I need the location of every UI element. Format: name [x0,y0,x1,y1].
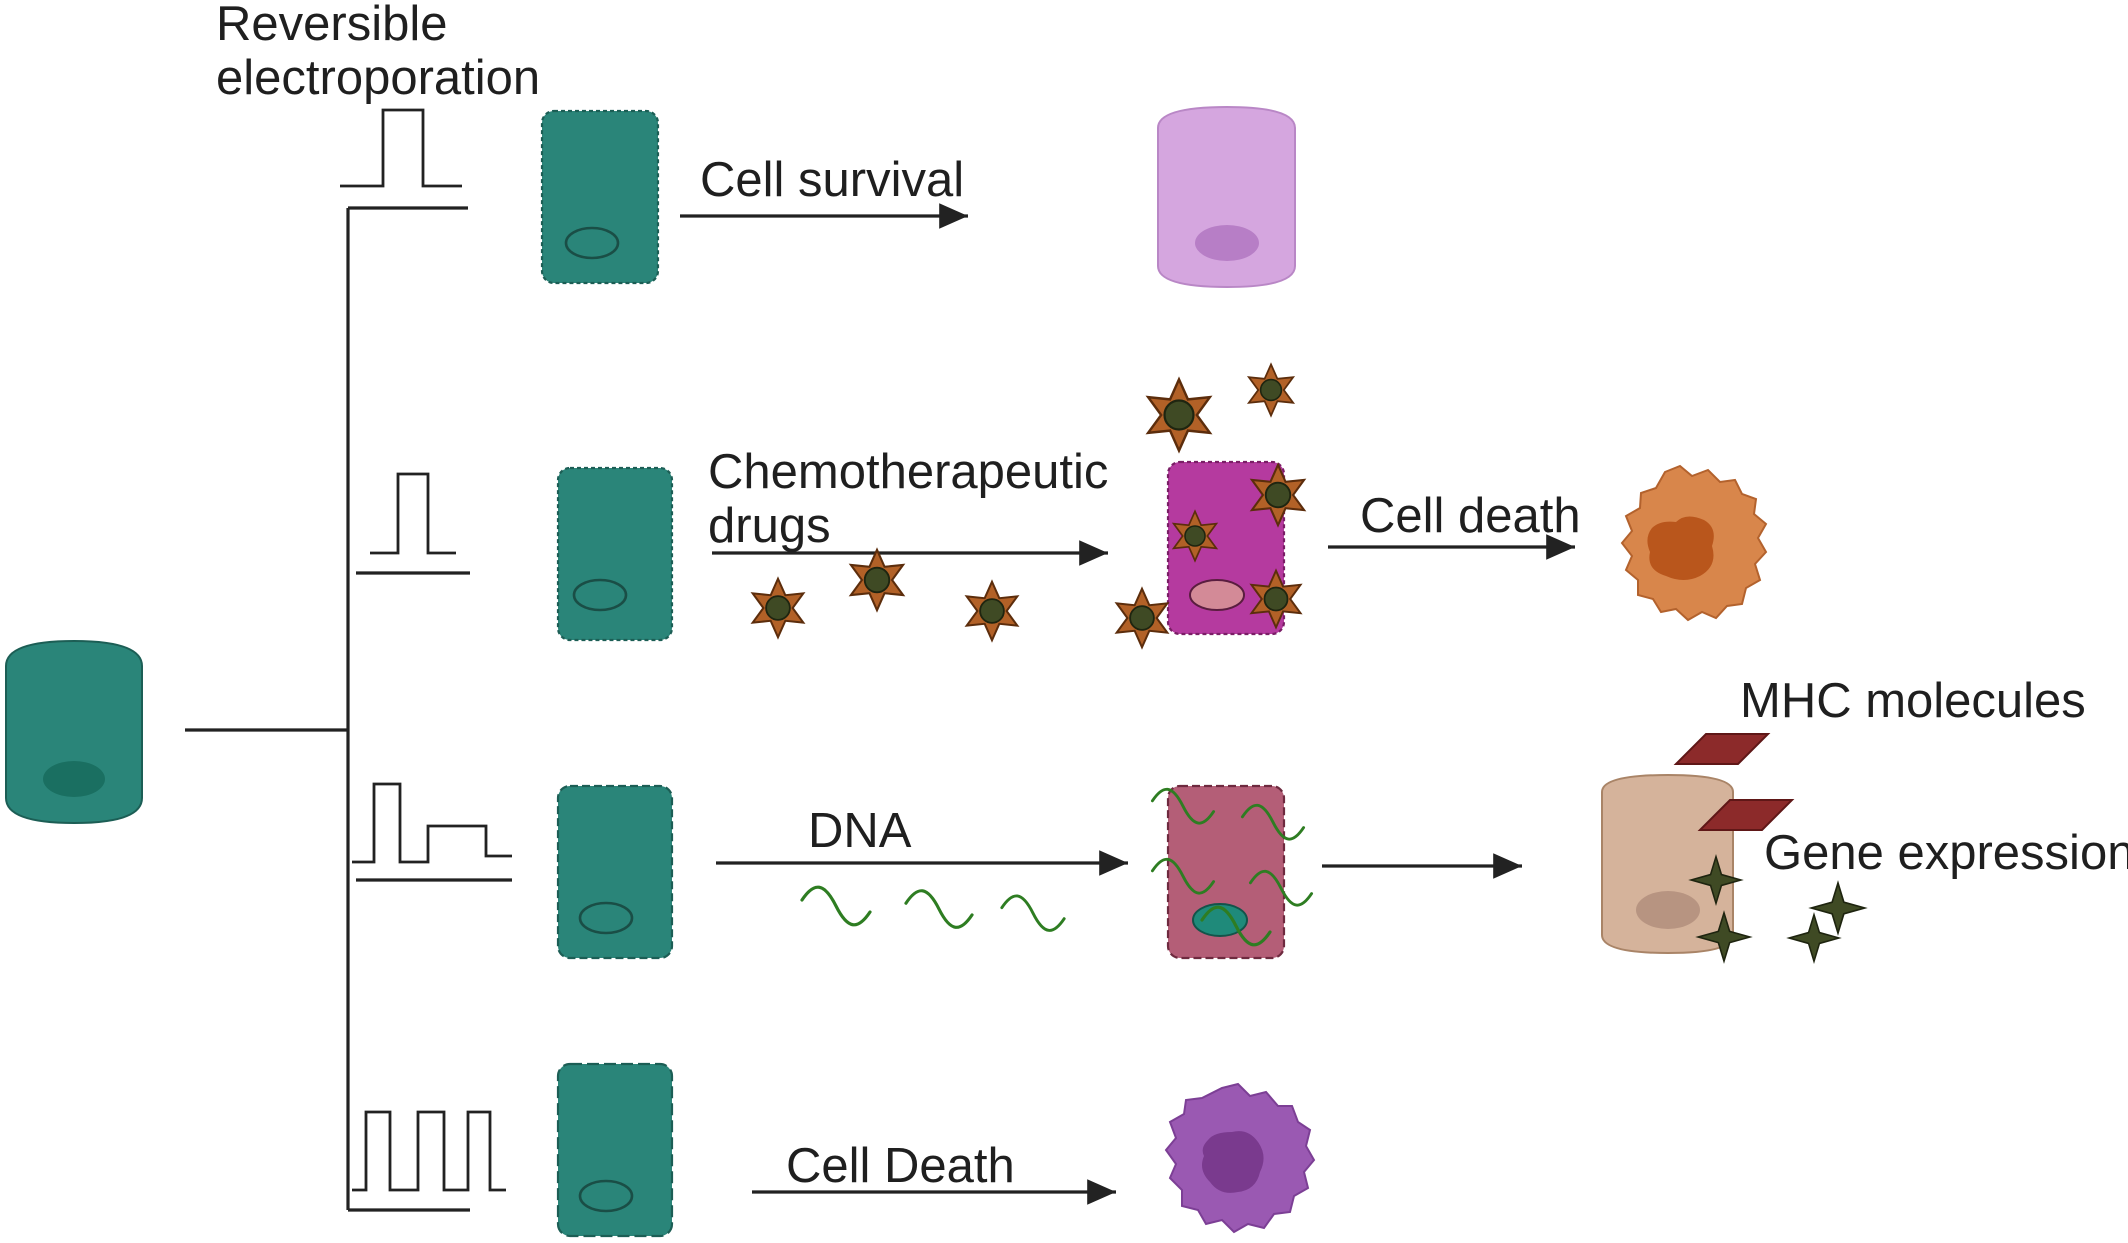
dna-strands-free [800,885,1066,933]
mhc-label: MHC molecules [1740,674,2086,728]
gene-expressions-label: Gene expressions [1764,826,2128,880]
porated-cell-row2 [556,466,674,642]
drug-star-icon [751,577,805,639]
single-pulse-icon [340,108,462,188]
drug-star-icon [1146,378,1212,452]
gene-expression-star-icon [1788,913,1840,963]
source-cell [5,639,143,825]
dna-strand-icon [904,889,974,929]
cell-survival-label: Cell survival [700,153,964,207]
mhc-molecule-icon [1697,799,1795,831]
pulse-train-icon [352,1110,506,1192]
porated-cell-row1 [540,109,660,285]
drug-star-icon [849,548,905,612]
expressing-cell [1601,773,1734,955]
reversible-label-line1: Reversible [216,0,447,51]
drug-star-icon [1247,363,1295,417]
pulse-with-tail-icon [352,782,512,864]
porated-cell-row3 [556,784,674,960]
chemo-label-line2: drugs [708,499,831,553]
dying-cell-purple [1164,1082,1316,1234]
dying-cell-orange [1620,464,1768,622]
mhc-molecule-icon [1673,733,1771,765]
dna-strand-icon [1000,894,1066,933]
drug-star-icon [1115,587,1169,649]
gene-expression-star-icon [1810,881,1866,935]
reversible-label-line2: electroporation [216,51,540,105]
dna-loaded-cell [1150,784,1314,960]
drug-stars-free [751,548,1019,642]
drug-star-icon [965,580,1019,642]
porated-cell-row4 [556,1062,674,1238]
dna-strand-icon [800,885,872,927]
mhc-molecules [1673,733,1795,831]
chemo-label-line1: Chemotherapeutic [708,445,1108,499]
cell-death-row4-label: Cell Death [786,1139,1015,1193]
single-pulse-icon-row2 [370,472,456,555]
surviving-cell [1157,105,1296,289]
cell-death-label: Cell death [1360,489,1581,543]
dna-label: DNA [808,804,912,858]
branch-lines [185,206,512,1212]
